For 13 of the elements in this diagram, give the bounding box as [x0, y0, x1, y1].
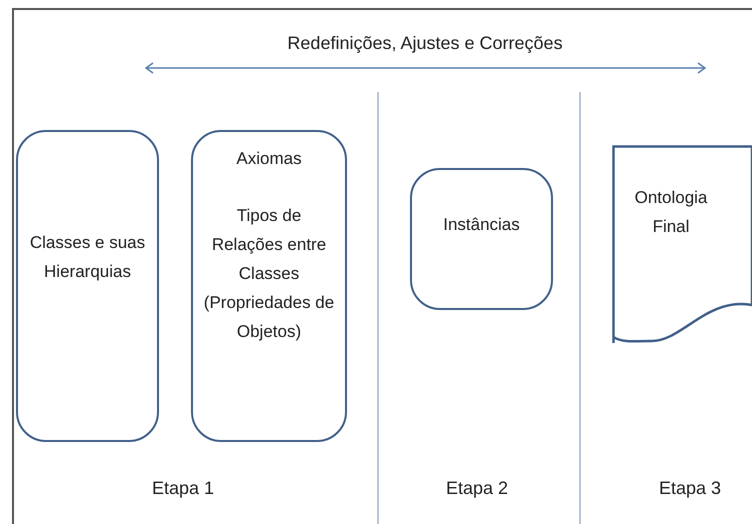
rounded-box [410, 168, 553, 310]
box-text: Instâncias [443, 214, 520, 236]
document-shape [612, 145, 752, 345]
arrow-label: Redefinições, Ajustes e Correções [287, 33, 563, 54]
box-heading: Axiomas [236, 148, 302, 170]
box-text: Ontologia Final [634, 187, 708, 238]
box-text: Classes e suas Hierarquias [28, 232, 146, 283]
stage-label: Etapa 1 [152, 478, 214, 499]
rounded-box [191, 130, 347, 442]
rounded-box [16, 130, 159, 442]
stage-label: Etapa 3 [658, 478, 722, 499]
box-text: Tipos de Relações entre Classes (Propriedades de Objetos) [202, 205, 336, 343]
stage-label: Etapa 2 [446, 478, 508, 499]
